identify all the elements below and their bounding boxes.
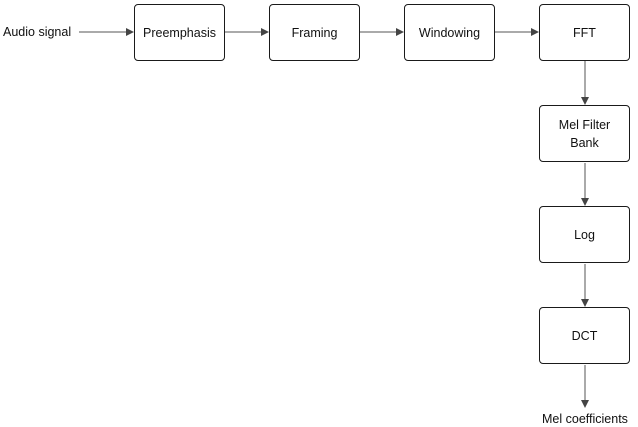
fft-label: FFT — [573, 25, 596, 40]
log-box: Log — [539, 206, 630, 263]
framing-box: Framing — [269, 4, 360, 61]
output-label: Mel coefficients — [542, 412, 628, 426]
mel-filter-bank-label-line2: Bank — [570, 135, 599, 150]
preemphasis-label: Preemphasis — [143, 25, 216, 40]
framing-label: Framing — [291, 25, 338, 40]
mel-filter-bank-label-line1: Mel Filter — [558, 117, 611, 132]
windowing-box: Windowing — [404, 4, 495, 61]
dct-box: DCT — [539, 307, 630, 364]
mel-filter-bank-box: Mel Filter Bank — [539, 105, 630, 162]
dct-label: DCT — [571, 328, 598, 343]
preemphasis-box: Preemphasis — [134, 4, 225, 61]
windowing-label: Windowing — [418, 25, 481, 40]
log-label: Log — [574, 227, 595, 242]
input-label: Audio signal — [3, 25, 72, 39]
fft-box: FFT — [539, 4, 630, 61]
